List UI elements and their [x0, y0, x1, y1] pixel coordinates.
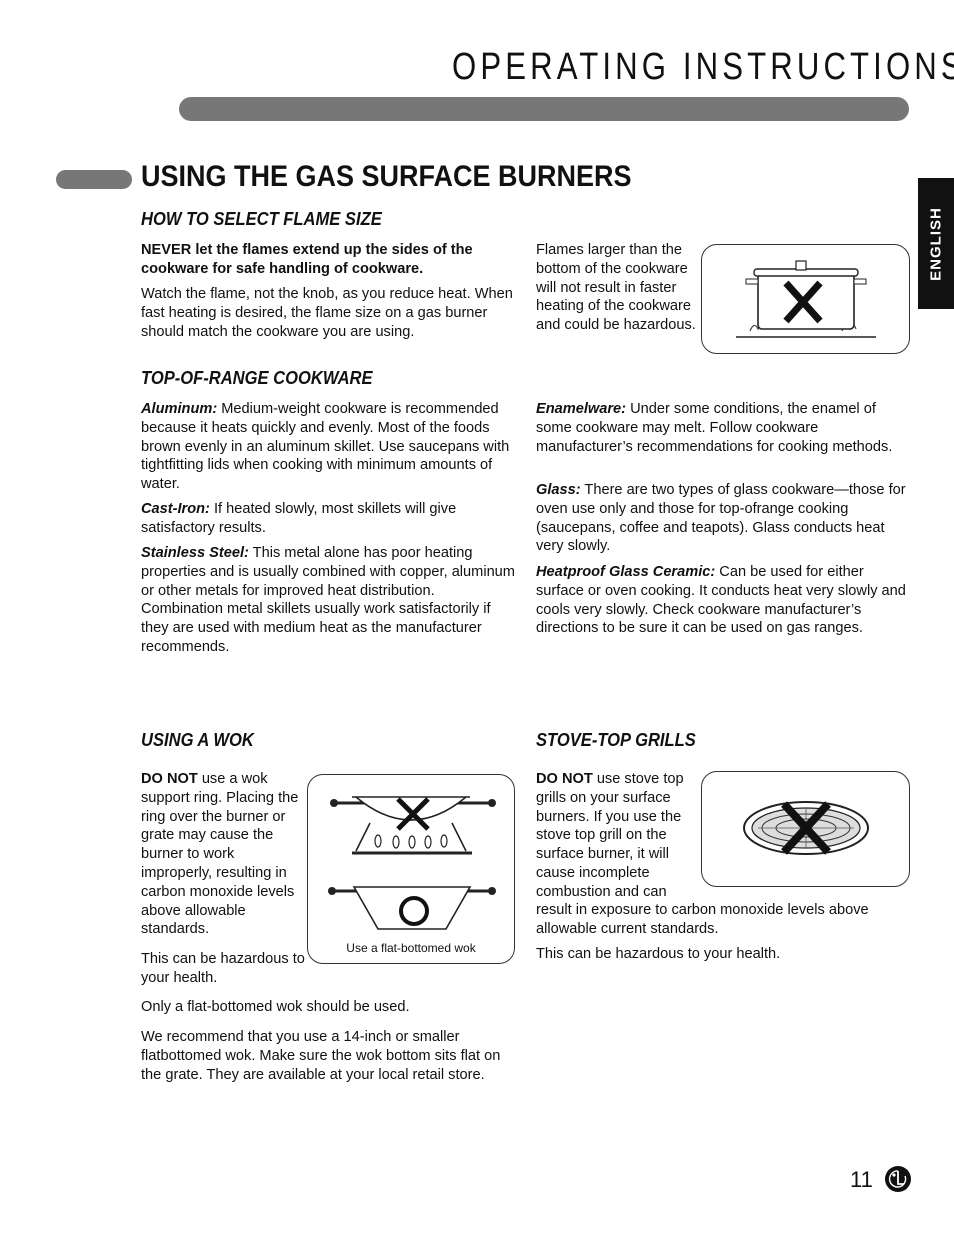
wok-caption: Use a flat-bottomed wok	[346, 941, 476, 955]
grill-illustration	[701, 771, 910, 887]
flame-size-warning: NEVER let the flames extend up the sides…	[141, 242, 473, 277]
pot-flame-drawing	[736, 260, 876, 338]
text-glass: There are two types of glass cookware—th…	[536, 482, 906, 555]
grills-warning-text: use stove top grills on your surface bur…	[536, 771, 684, 900]
cookware-heatproof-glass: Heatproof Glass Ceramic: Can be used for…	[536, 563, 912, 638]
text-cast-iron: If heated slowly, most skillets will giv…	[141, 501, 457, 536]
wok-heading: USING A WOK	[141, 730, 254, 750]
wok-drawing	[328, 796, 496, 930]
cookware-heading: TOP-OF-RANGE COOKWARE	[141, 368, 373, 388]
cookware-glass: Glass: There are two types of glass cook…	[536, 481, 912, 556]
section-title: USING THE GAS SURFACE BURNERS	[141, 160, 632, 193]
page-number: 11	[850, 1167, 873, 1192]
cookware-stainless-steel: Stainless Steel: This metal alone has po…	[141, 544, 517, 657]
term-enamelware: Enamelware:	[536, 401, 627, 417]
term-heatproof-glass: Heatproof Glass Ceramic:	[536, 564, 716, 580]
flame-size-side-note: Flames larger than the bottom of the coo…	[536, 242, 696, 334]
wok-illustration: Use a flat-bottomed wok	[307, 774, 515, 964]
language-tab-label: ENGLISH	[927, 206, 945, 281]
grills-warning: DO NOT use stove top grills on your surf…	[536, 770, 702, 902]
wok-only-flat: Only a flat-bottomed wok should be used.	[141, 999, 410, 1015]
grill-drawing	[743, 801, 869, 855]
wok-hazard: This can be hazardous to your health.	[141, 951, 305, 986]
brand-logo	[885, 1166, 911, 1192]
wok-warning: DO NOT use a wok support ring. Placing t…	[141, 770, 307, 939]
text-enamelware: Under some conditions, the enamel of som…	[536, 401, 893, 455]
header-bar	[179, 97, 909, 121]
pot-flame-illustration	[701, 244, 910, 354]
cookware-aluminum: Aluminum: Medium-weight cookware is reco…	[141, 400, 517, 494]
flame-size-body: Watch the flame, not the knob, as you re…	[141, 286, 513, 340]
brand-logo-mark	[886, 1167, 910, 1191]
text-heatproof-glass: Can be used for either surface or oven c…	[536, 564, 906, 637]
term-cast-iron: Cast-Iron:	[141, 501, 210, 517]
text-stainless-steel: This metal alone has poor heating proper…	[141, 545, 515, 655]
grills-do-not: DO NOT	[536, 771, 593, 787]
grills-warning-cont: result in exposure to carbon monoxide le…	[536, 902, 869, 937]
term-aluminum: Aluminum:	[141, 401, 218, 417]
grills-hazard: This can be hazardous to your health.	[536, 946, 781, 962]
grills-heading: STOVE-TOP GRILLS	[536, 730, 696, 750]
section-pill	[56, 170, 132, 189]
cookware-enamelware: Enamelware: Under some conditions, the e…	[536, 400, 912, 456]
page-header-title: OPERATING INSTRUCTIONS	[452, 46, 954, 88]
language-tab: ENGLISH	[918, 178, 954, 309]
flame-size-heading: HOW TO SELECT FLAME SIZE	[141, 209, 382, 229]
wok-warning-text: use a wok support ring. Placing the ring…	[141, 771, 299, 938]
term-stainless-steel: Stainless Steel:	[141, 545, 249, 561]
cookware-cast-iron: Cast-Iron: If heated slowly, most skille…	[141, 500, 517, 538]
text-aluminum: Medium-weight cookware is recommended be…	[141, 401, 510, 493]
wok-do-not: DO NOT	[141, 771, 198, 787]
term-glass: Glass:	[536, 482, 581, 498]
wok-recommend: We recommend that you use a 14-inch or s…	[141, 1029, 501, 1083]
